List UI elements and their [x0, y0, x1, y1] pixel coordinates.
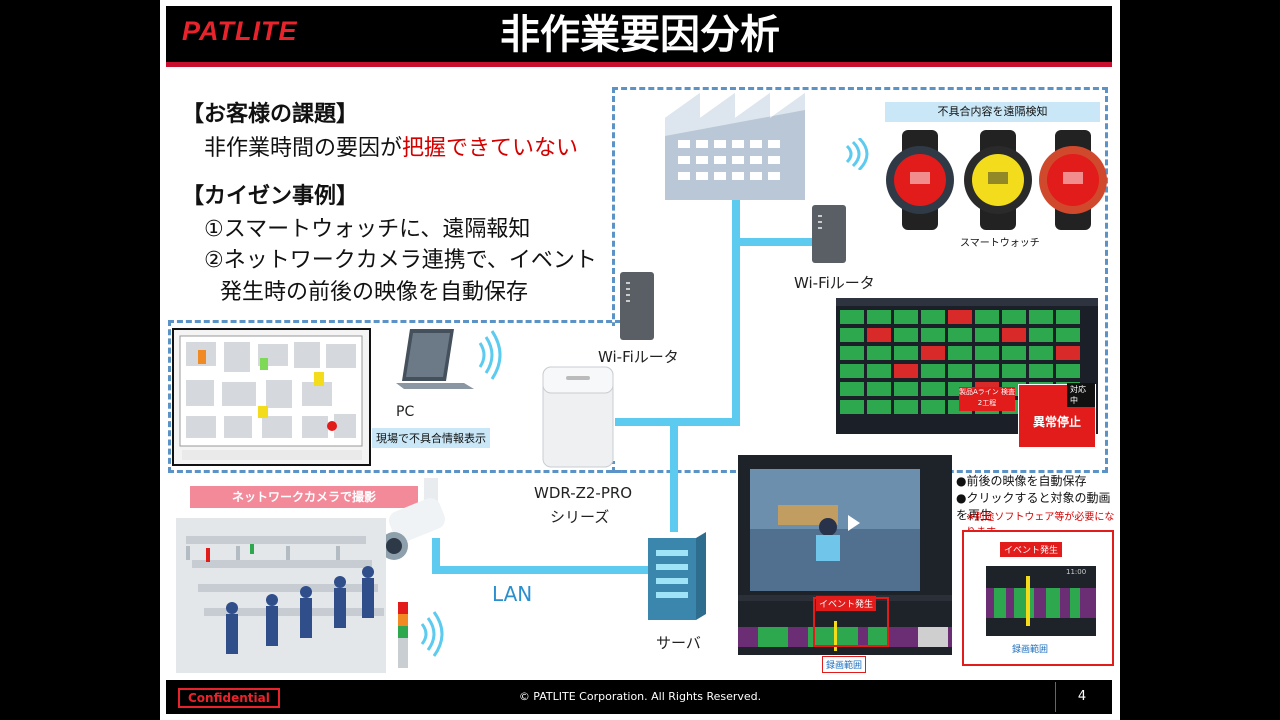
floor-map-image	[179, 335, 363, 460]
factory-icon	[665, 93, 805, 200]
range-label: 録画範囲	[822, 656, 867, 673]
problem-text: 非作業時間の要因が把握できていない	[204, 130, 578, 162]
wdr-device-icon	[542, 366, 614, 468]
pipe-to-server	[670, 422, 678, 532]
problem-text-normal: 非作業時間の要因が	[204, 136, 403, 161]
pipe-to-wifi-1	[732, 238, 812, 246]
kaizen-item-2-line-2: 発生時の前後の映像を自動保存	[220, 280, 529, 305]
lan-label: LAN	[492, 582, 533, 606]
dashed-outline-bottom	[168, 320, 621, 473]
alarm-popup: 対応中 製品Aライン 検査2工程 異常停止	[959, 383, 1096, 448]
alarm-line-label: 製品Aライン 検査2工程	[959, 387, 1015, 411]
wifi-router-1-icon	[812, 205, 846, 263]
video-bullet-2: ●クリックすると対象の動画を再生	[956, 491, 1111, 522]
kaizen-item-2-line-1: ②ネットワークカメラ連携で、イベント	[204, 248, 597, 273]
video-player[interactable]	[738, 455, 952, 655]
pipe-vertical-main	[732, 200, 740, 422]
patlite-logo: PATLITE	[182, 16, 298, 46]
copyright: © PATLITE Corporation. All Rights Reserv…	[518, 690, 762, 703]
timeline-zoom-bars	[986, 576, 1096, 626]
server-label: サーバ	[656, 634, 701, 652]
network-camera-banner: ネットワークカメラで撮影	[190, 486, 418, 508]
footer-bar	[166, 680, 1112, 714]
page-number: 4	[1055, 682, 1108, 712]
alarm-text: 異常停止	[1032, 415, 1081, 429]
wifi-router-2-label: Wi-Fiルータ	[598, 348, 679, 366]
floor-map-screen	[172, 328, 371, 466]
pc-label: PC	[396, 404, 415, 420]
timeline-zoom: 11:00	[986, 566, 1096, 636]
wdr-label-line-2: シリーズ	[550, 508, 610, 526]
pipe-camera-down	[432, 538, 440, 570]
problem-heading: 【お客様の課題】	[182, 102, 359, 127]
wireless-signal-icon	[845, 138, 869, 170]
smartwatch-red-icon	[886, 130, 954, 230]
range-label-zoom: 録画範囲	[1012, 645, 1049, 655]
wifi-router-1-label: Wi-Fiルータ	[794, 274, 875, 292]
page-title: 非作業要因分析	[500, 12, 780, 58]
wifi-router-2-icon	[620, 272, 654, 340]
smartwatch-orange-icon	[1039, 130, 1107, 230]
problem-text-red: 把握できていない	[402, 136, 579, 161]
kaizen-item-1: ①スマートウォッチに、遠隔報知	[204, 217, 531, 242]
remote-detect-label: 不具合内容を遠隔検知	[885, 102, 1100, 122]
alarm-status-label: 対応中	[1067, 383, 1095, 407]
timeline-zoom-panel: イベント発生 11:00 録画範囲	[962, 530, 1114, 666]
header-bar	[166, 6, 1112, 64]
onsite-display-label: 現場で不具合情報表示	[372, 428, 490, 448]
kaizen-heading: 【カイゼン事例】	[182, 184, 359, 209]
header-accent-line	[166, 62, 1112, 67]
smartwatch-label: スマートウォッチ	[960, 238, 1040, 249]
event-label-zoom: イベント発生	[1000, 542, 1063, 557]
network-camera-icon	[380, 478, 446, 560]
confidential-badge: Confidential	[178, 688, 280, 708]
factory-floor-image	[176, 518, 386, 673]
laptop-icon	[396, 329, 502, 389]
signal-tower-icon	[398, 602, 444, 668]
event-label: イベント発生	[816, 596, 877, 611]
slide: PATLITE 非作業要因分析 【お客様の課題】 非作業時間の要因が把握できてい…	[160, 0, 1120, 720]
smartwatch-yellow-icon	[964, 130, 1032, 230]
server-icon	[648, 532, 706, 620]
wdr-label-line-1: WDR-Z2-PRO	[534, 484, 633, 502]
pipe-lan	[432, 566, 652, 574]
video-frame	[738, 469, 952, 651]
timeline-time: 11:00	[1066, 568, 1087, 576]
video-bullet-1: ●前後の映像を自動保存	[956, 474, 1087, 488]
